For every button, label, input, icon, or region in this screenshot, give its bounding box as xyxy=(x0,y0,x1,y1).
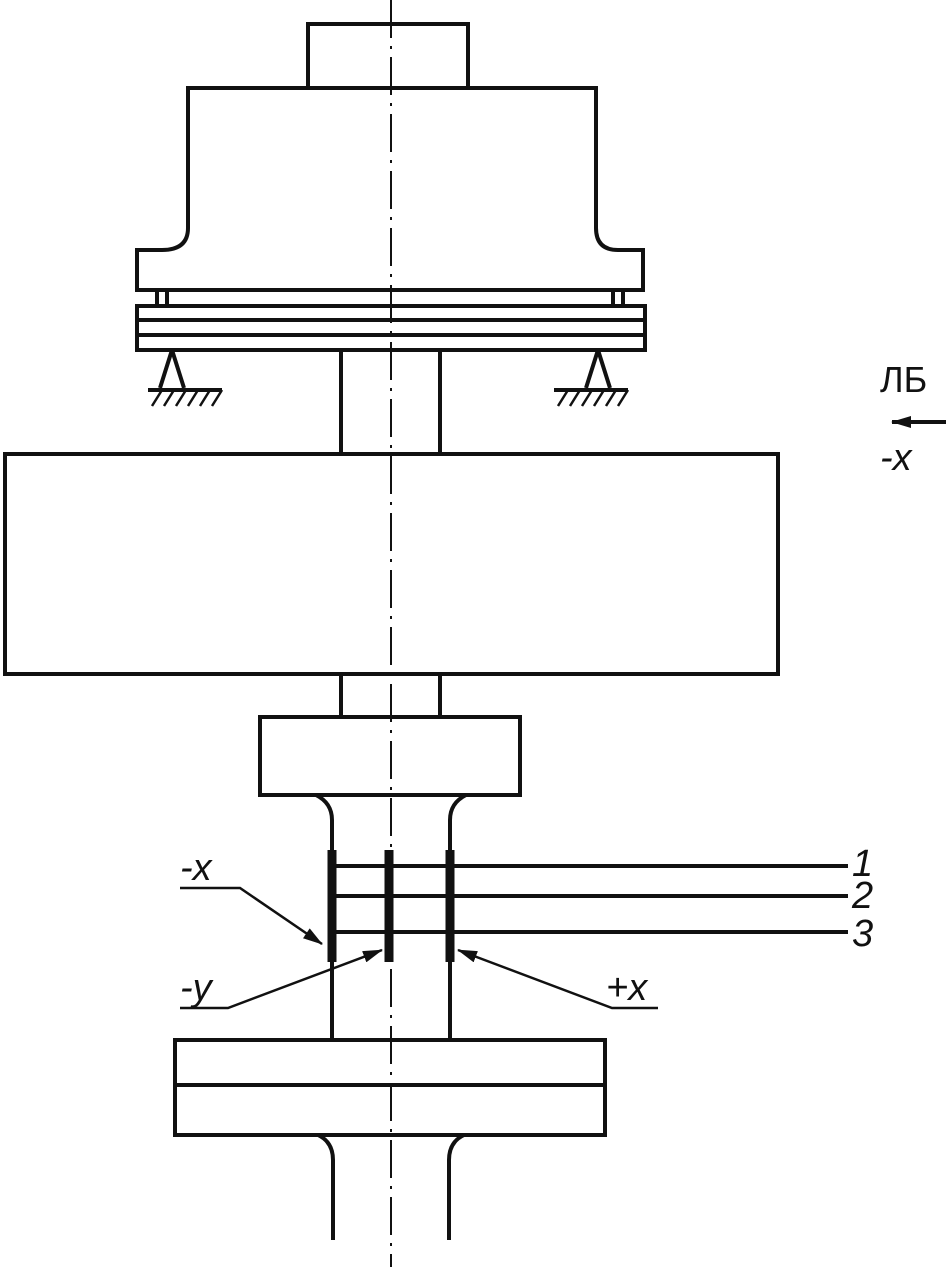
direction-label: -x xyxy=(880,437,914,479)
top-cap xyxy=(306,22,470,90)
sensor-minus-y-label: -y xyxy=(180,967,214,1009)
lower-shaft-right-edge xyxy=(448,793,467,1040)
plane-1-label: 1 xyxy=(852,843,873,885)
plane-3-label: 3 xyxy=(852,913,873,955)
support-left-icon xyxy=(148,348,224,407)
housing-foot-right xyxy=(611,288,625,308)
support-right-icon xyxy=(554,348,630,407)
housing-body xyxy=(135,86,645,292)
leader-minus-x xyxy=(180,886,323,946)
leader-plus-x xyxy=(457,948,658,1010)
housing-foot-left xyxy=(155,288,169,308)
leader-minus-y xyxy=(180,948,383,1010)
sensor-minus-x-label: -x xyxy=(180,847,214,889)
plane-2-label: 2 xyxy=(851,875,873,917)
lower-shaft-left-edge xyxy=(315,793,334,1040)
lb-label: ЛБ xyxy=(880,359,927,400)
bottom-shaft-left-edge xyxy=(317,1133,335,1240)
sensor-plus-x-label: +x xyxy=(606,967,649,1009)
bottom-shaft-right-edge xyxy=(447,1133,465,1240)
